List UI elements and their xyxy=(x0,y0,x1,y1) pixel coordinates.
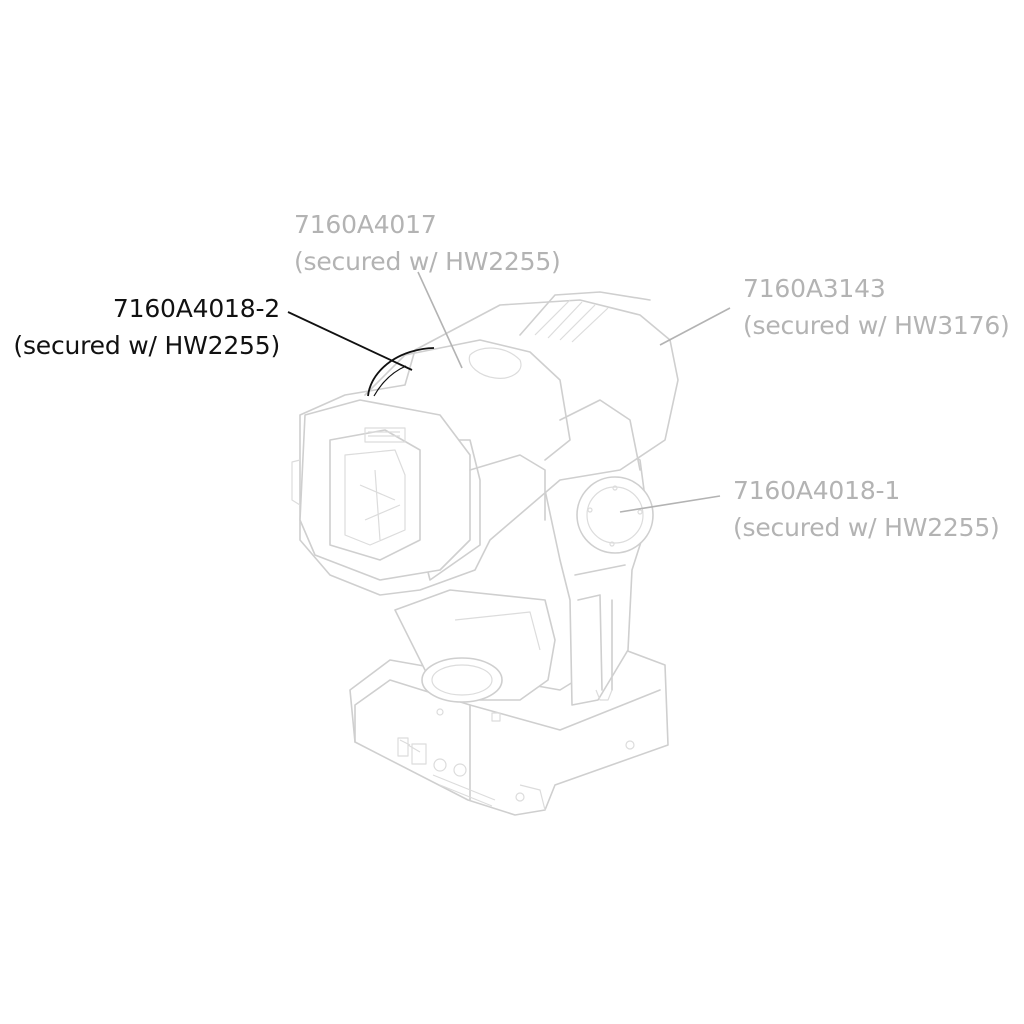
leader-line-top-cover xyxy=(417,271,463,369)
callout-part-number: 7160A4017 xyxy=(294,210,437,239)
leader-line-right-side-cover xyxy=(619,495,721,513)
callout-top-cover: 7160A4017 (secured w/ HW2255) xyxy=(294,206,561,280)
yoke-arm-left xyxy=(394,589,556,703)
leader-line-left-side-cover xyxy=(287,311,413,371)
callout-rear-cover: 7160A3143 (secured w/ HW3176) xyxy=(743,270,1010,344)
callout-part-number: 7160A3143 xyxy=(743,274,886,303)
callout-part-number: 7160A4018-2 xyxy=(112,294,280,323)
callout-part-number: 7160A4018-1 xyxy=(733,476,901,505)
callout-hardware-note: (secured w/ HW2255) xyxy=(13,331,280,360)
callout-hardware-note: (secured w/ HW2255) xyxy=(733,513,1000,542)
callout-hardware-note: (secured w/ HW3176) xyxy=(743,311,1010,340)
fixture-head xyxy=(291,291,679,596)
callout-hardware-note: (secured w/ HW2255) xyxy=(294,247,561,276)
leader-line-rear-cover xyxy=(659,307,731,346)
highlighted-part-outline xyxy=(367,347,435,397)
callout-left-side-cover: 7160A4018-2 (secured w/ HW2255) xyxy=(0,290,280,364)
callout-right-side-cover: 7160A4018-1 (secured w/ HW2255) xyxy=(733,472,1000,546)
